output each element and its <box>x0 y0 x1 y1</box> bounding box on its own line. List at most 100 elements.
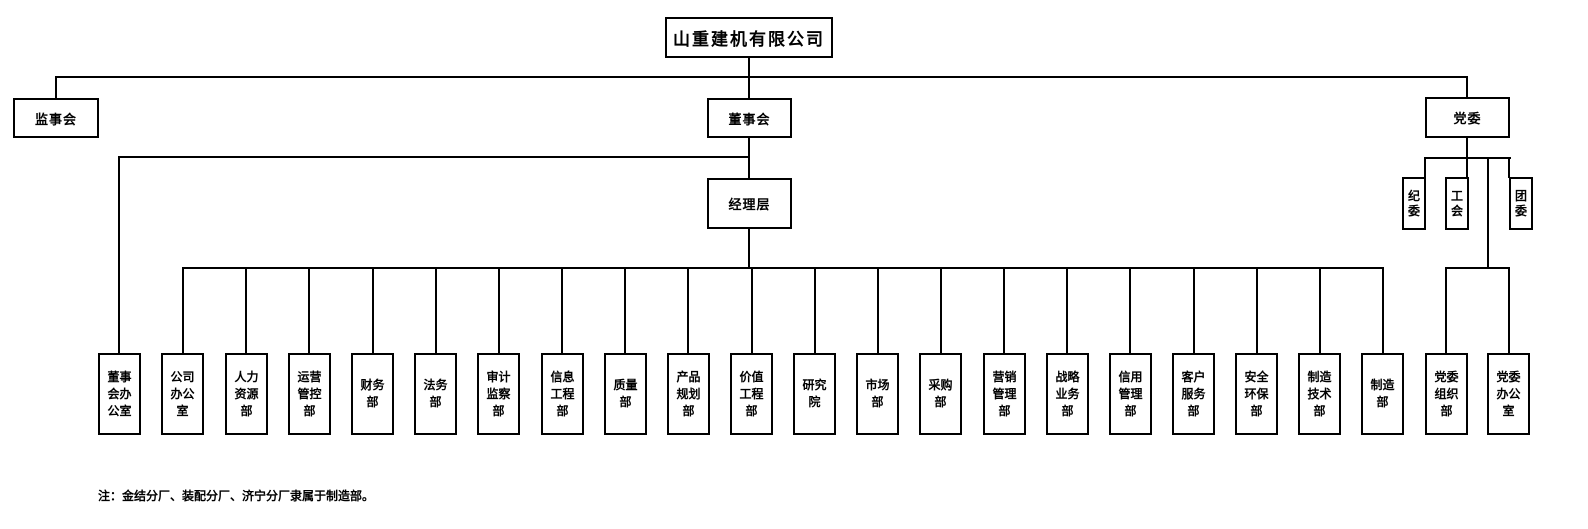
org-node-dept-customer-service: 客户服务部 <box>1172 353 1215 435</box>
org-node-label: 运营管控部 <box>297 369 322 418</box>
org-node-dept-operations-control: 运营管控部 <box>288 353 331 435</box>
connector-line <box>1445 267 1447 354</box>
connector-line <box>1445 267 1510 269</box>
connector-line <box>1424 157 1426 178</box>
org-node-dept-finance: 财务部 <box>351 353 394 435</box>
connector-line <box>245 267 247 354</box>
connector-line <box>1003 267 1005 354</box>
org-node-label: 采购部 <box>928 378 953 409</box>
org-node-youth-league: 团委 <box>1509 177 1533 230</box>
connector-line <box>1466 136 1468 159</box>
org-node-label: 经理层 <box>728 197 771 212</box>
connector-line <box>55 76 57 99</box>
org-node-board-of-directors: 董事会 <box>707 98 792 138</box>
connector-line <box>624 267 626 354</box>
org-node-dept-value-engineering: 价值工程部 <box>730 353 773 435</box>
connector-line <box>748 137 750 179</box>
org-node-label: 公司办公室 <box>170 369 195 418</box>
org-node-supervisory-board: 监事会 <box>13 98 99 138</box>
org-node-dept-research-institute: 研究院 <box>793 353 836 435</box>
org-node-label: 市场部 <box>865 378 890 409</box>
org-node-dept-product-planning: 产品规划部 <box>667 353 710 435</box>
org-node-label: 研究院 <box>802 378 827 409</box>
org-node-dept-party-office: 党委办公室 <box>1487 353 1530 435</box>
org-node-label: 营销管理部 <box>992 369 1017 418</box>
connector-line <box>372 267 374 354</box>
connector-line <box>687 267 689 354</box>
connector-line <box>55 76 1468 78</box>
org-node-label: 审计监察部 <box>486 369 511 418</box>
org-node-label: 团委 <box>1514 188 1527 218</box>
connector-line <box>1382 267 1384 354</box>
org-node-dept-general-office: 公司办公室 <box>161 353 204 435</box>
footnote: 注：金结分厂、装配分厂、济宁分厂隶属于制造部。 <box>98 489 375 503</box>
connector-line <box>748 76 750 99</box>
org-node-dept-information-engineering: 信息工程部 <box>541 353 584 435</box>
org-node-label: 董事会办公室 <box>107 369 132 418</box>
connector-line <box>1319 267 1321 354</box>
org-node-label: 监事会 <box>34 111 77 127</box>
connector-line <box>751 267 753 354</box>
org-node-party-committee: 党委 <box>1425 97 1510 138</box>
connector-line <box>561 267 563 354</box>
org-node-dept-credit-management: 信用管理部 <box>1109 353 1152 435</box>
org-node-label: 党委组织部 <box>1434 369 1459 418</box>
connector-line <box>435 267 437 354</box>
org-node-label: 制造技术部 <box>1307 369 1332 418</box>
org-node-label: 质量部 <box>613 378 638 409</box>
connector-line <box>1066 267 1068 354</box>
connector-line <box>1466 76 1468 98</box>
org-node-discipline-committee: 纪委 <box>1402 177 1426 230</box>
org-node-dept-party-organization: 党委组织部 <box>1425 353 1468 435</box>
org-node-label: 制造部 <box>1370 378 1395 409</box>
org-node-label: 信用管理部 <box>1118 369 1143 418</box>
org-node-company: 山重建机有限公司 <box>665 17 833 58</box>
org-node-label: 纪委 <box>1407 188 1420 218</box>
org-node-label: 客户服务部 <box>1181 369 1206 418</box>
org-node-management-layer: 经理层 <box>707 178 792 229</box>
connector-line <box>940 267 942 354</box>
connector-line <box>748 57 750 78</box>
org-node-label: 山重建机有限公司 <box>673 30 825 49</box>
org-node-label: 财务部 <box>360 378 385 409</box>
org-node-dept-safety-environment: 安全环保部 <box>1235 353 1278 435</box>
org-node-dept-manufacturing: 制造部 <box>1361 353 1404 435</box>
org-node-dept-market: 市场部 <box>856 353 899 435</box>
connector-line <box>182 267 1384 269</box>
org-node-label: 信息工程部 <box>550 369 575 418</box>
org-node-dept-human-resources: 人力资源部 <box>225 353 268 435</box>
org-node-dept-strategic-business: 战略业务部 <box>1046 353 1089 435</box>
org-node-label: 党委 <box>1453 111 1482 126</box>
connector-line <box>814 267 816 354</box>
org-node-label: 党委办公室 <box>1496 369 1521 418</box>
connector-line <box>748 228 750 268</box>
connector-line <box>1256 267 1258 354</box>
org-node-label: 价值工程部 <box>739 369 764 418</box>
connector-line <box>1487 157 1489 269</box>
org-node-dept-legal: 法务部 <box>414 353 457 435</box>
connector-line <box>118 156 750 158</box>
connector-line <box>1129 267 1131 354</box>
connector-line <box>498 267 500 354</box>
org-node-dept-audit-supervision: 审计监察部 <box>477 353 520 435</box>
connector-line <box>877 267 879 354</box>
connector-line <box>118 156 120 354</box>
org-node-board-office: 董事会办公室 <box>98 353 141 435</box>
org-node-label: 安全环保部 <box>1244 369 1269 418</box>
connector-line <box>308 267 310 354</box>
connector-line <box>1193 267 1195 354</box>
org-node-dept-manufacturing-technology: 制造技术部 <box>1298 353 1341 435</box>
org-node-label: 战略业务部 <box>1055 369 1080 418</box>
org-node-dept-sales-management: 营销管理部 <box>983 353 1026 435</box>
org-node-label: 产品规划部 <box>676 369 701 418</box>
connector-line <box>1466 157 1468 178</box>
org-node-label: 董事会 <box>728 111 771 127</box>
org-node-dept-procurement: 采购部 <box>919 353 962 435</box>
org-node-labor-union: 工会 <box>1445 177 1469 230</box>
connector-line <box>1508 157 1510 178</box>
org-node-dept-quality: 质量部 <box>604 353 647 435</box>
connector-line <box>182 267 184 354</box>
org-node-label: 人力资源部 <box>234 369 259 418</box>
org-node-label: 工会 <box>1450 188 1463 218</box>
